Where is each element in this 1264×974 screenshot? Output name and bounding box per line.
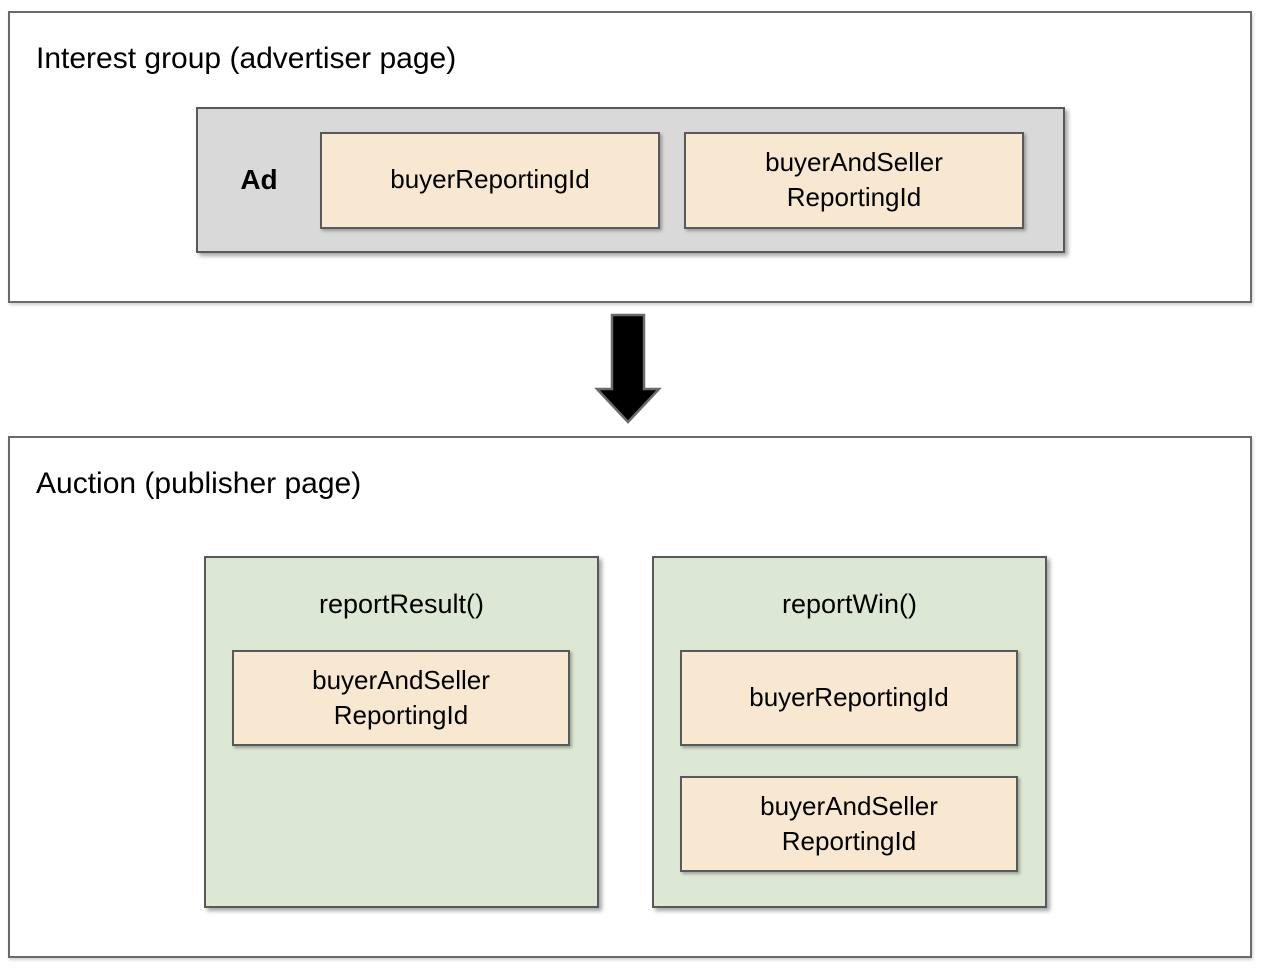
field-buyer-reporting-id: buyerReportingId xyxy=(680,650,1018,746)
ad-label: Ad xyxy=(240,164,278,195)
report-result-box: reportResult() buyerAndSeller ReportingI… xyxy=(204,556,599,908)
report-win-title: reportWin() xyxy=(781,589,917,619)
report-win-box: reportWin() buyerReportingId buyerAndSel… xyxy=(652,556,1047,908)
ad-container: Ad buyerReportingId buyerAndSeller Repor… xyxy=(196,107,1065,253)
down-arrow-icon xyxy=(594,313,662,424)
field-buyer-and-seller-reporting-id: buyerAndSeller ReportingId xyxy=(232,650,570,746)
interest-group-section: Interest group (advertiser page) Ad buye… xyxy=(8,11,1252,303)
auction-section: Auction (publisher page) reportResult() … xyxy=(8,436,1252,958)
report-result-title: reportResult() xyxy=(318,589,485,619)
field-buyer-reporting-id: buyerReportingId xyxy=(320,131,660,229)
field-buyer-and-seller-reporting-id: buyerAndSeller ReportingId xyxy=(680,776,1018,872)
interest-group-title: Interest group (advertiser page) xyxy=(36,42,457,75)
auction-title: Auction (publisher page) xyxy=(36,467,362,500)
field-buyer-and-seller-reporting-id: buyerAndSeller ReportingId xyxy=(684,131,1024,229)
